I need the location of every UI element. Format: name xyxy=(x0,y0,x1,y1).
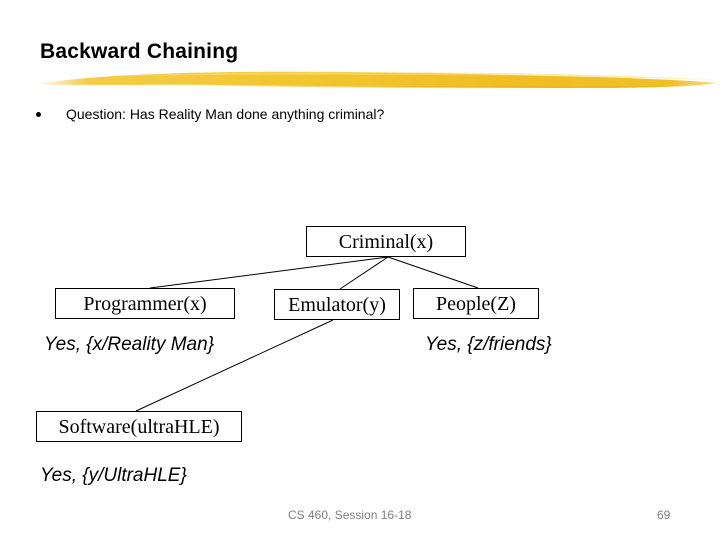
node-criminal: Criminal(x) xyxy=(306,226,466,257)
page-title: Backward Chaining xyxy=(40,40,239,63)
node-people: People(Z) xyxy=(413,288,539,319)
edge-criminal-emulator xyxy=(339,256,389,290)
node-software: Software(ultraHLE) xyxy=(36,411,242,442)
brush-stroke-divider xyxy=(40,71,718,89)
edge-criminal-people xyxy=(387,256,479,289)
bullet-item-label: Question: Has Reality Man done anything … xyxy=(66,106,385,122)
binding-annotation-y: Yes, {y/UltraHLE} xyxy=(40,465,187,486)
node-programmer: Programmer(x) xyxy=(55,288,235,319)
binding-annotation-z: Yes, {z/friends} xyxy=(425,334,552,355)
edge-criminal-programmer xyxy=(149,256,389,289)
footer-page-number: 69 xyxy=(657,508,671,522)
binding-annotation-x: Yes, {x/Reality Man} xyxy=(44,334,215,355)
node-emulator: Emulator(y) xyxy=(274,289,400,320)
bullet-item: Question: Has Reality Man done anything … xyxy=(36,106,656,128)
footer-course-label: CS 460, Session 16-18 xyxy=(288,508,412,522)
bullet-dot-icon xyxy=(36,112,41,117)
